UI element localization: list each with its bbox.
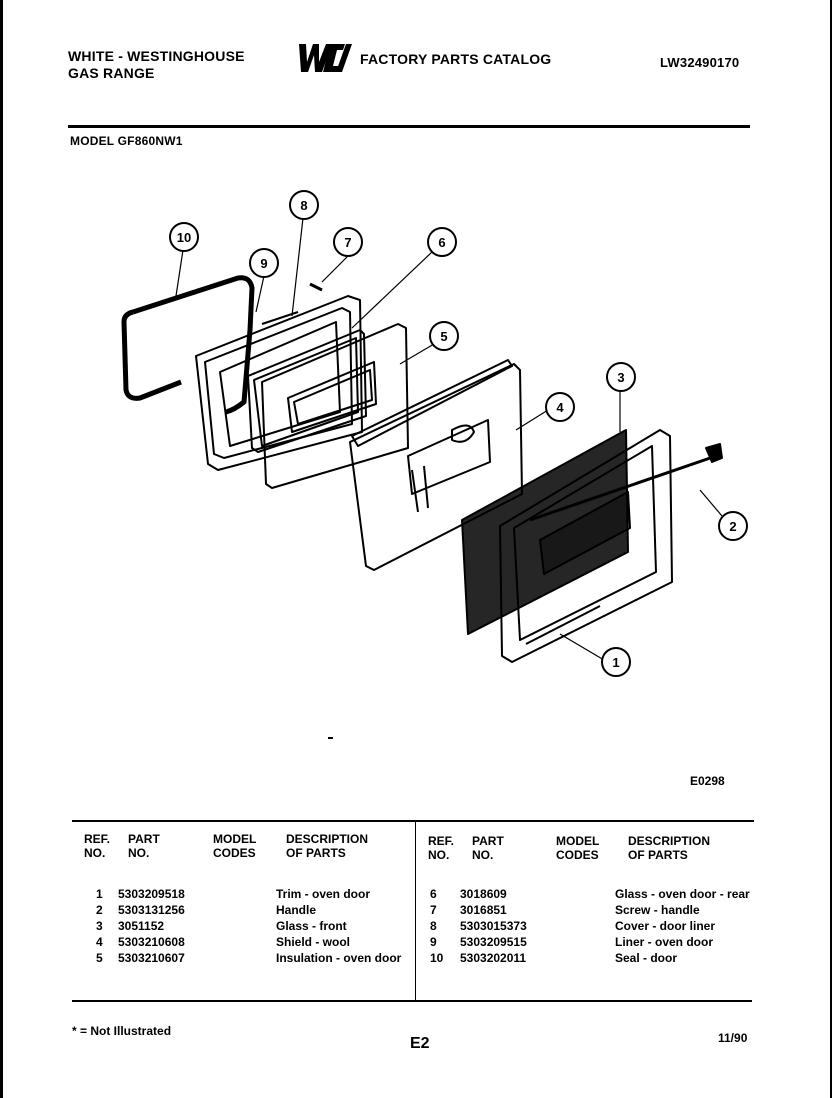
table-bottom-rule [72,1000,752,1002]
catalog-title: FACTORY PARTS CATALOG [360,51,552,67]
col-header-model: MODEL CODES [213,832,257,860]
col-header-desc-right: DESCRIPTION OF PARTS [628,834,711,862]
table-top-rule [72,820,754,822]
model-label: MODEL GF860NW1 [70,134,183,148]
product-type: GAS RANGE [68,65,155,81]
col-header-ref: REF. NO. [84,832,111,860]
svg-text:3: 3 [617,370,624,385]
brand-block: WHITE - WESTINGHOUSE GAS RANGE [68,48,245,82]
footnote: * = Not Illustrated [72,1024,172,1038]
svg-text:1: 1 [612,655,619,670]
page-number: E2 [410,1035,430,1052]
svg-text:4: 4 [556,400,564,415]
svg-text:6: 6 [438,235,445,250]
page-border-right [830,0,832,1098]
trim-oven-door-part [499,429,673,663]
revision-date: 11/90 [718,1031,748,1045]
callout-1: 1 [601,647,631,677]
callout-2: 2 [718,511,748,541]
col-header-desc: DESCRIPTION OF PARTS [286,832,369,860]
handle-part [529,443,723,522]
insulation-part [261,323,409,489]
col-header-part-right: PART NO. [472,834,504,862]
page-border-left [0,0,3,1098]
glass-front-part [461,429,629,635]
seal-door-part [121,275,255,415]
callout-4: 4 [545,392,575,422]
col-header-ref-right: REF. NO. [428,834,455,862]
col-header-part: PART NO. [128,832,160,860]
svg-text:9: 9 [260,256,267,271]
document-id: LW32490170 [660,55,740,70]
svg-text:2: 2 [729,519,736,534]
callout-5: 5 [429,321,459,351]
glass-rear-part [247,329,367,453]
wci-logo [299,44,352,72]
exploded-view-diagram: 1 2 3 4 5 6 7 8 9 10 [121,190,748,739]
svg-text:8: 8 [300,198,307,213]
callout-7: 7 [333,227,363,257]
header-rule [68,125,750,128]
callout-10: 10 [169,222,199,252]
diagram-code: E0298 [690,774,725,788]
brand-name: WHITE - WESTINGHOUSE [68,48,245,64]
callout-8: 8 [289,190,319,220]
col-header-model-right: MODEL CODES [556,834,600,862]
callout-6: 6 [427,227,457,257]
callout-9: 9 [249,248,279,278]
svg-text:7: 7 [344,235,351,250]
svg-text:5: 5 [440,329,447,344]
callout-3: 3 [606,362,636,392]
svg-text:10: 10 [177,230,191,245]
table-divider [415,822,416,1000]
